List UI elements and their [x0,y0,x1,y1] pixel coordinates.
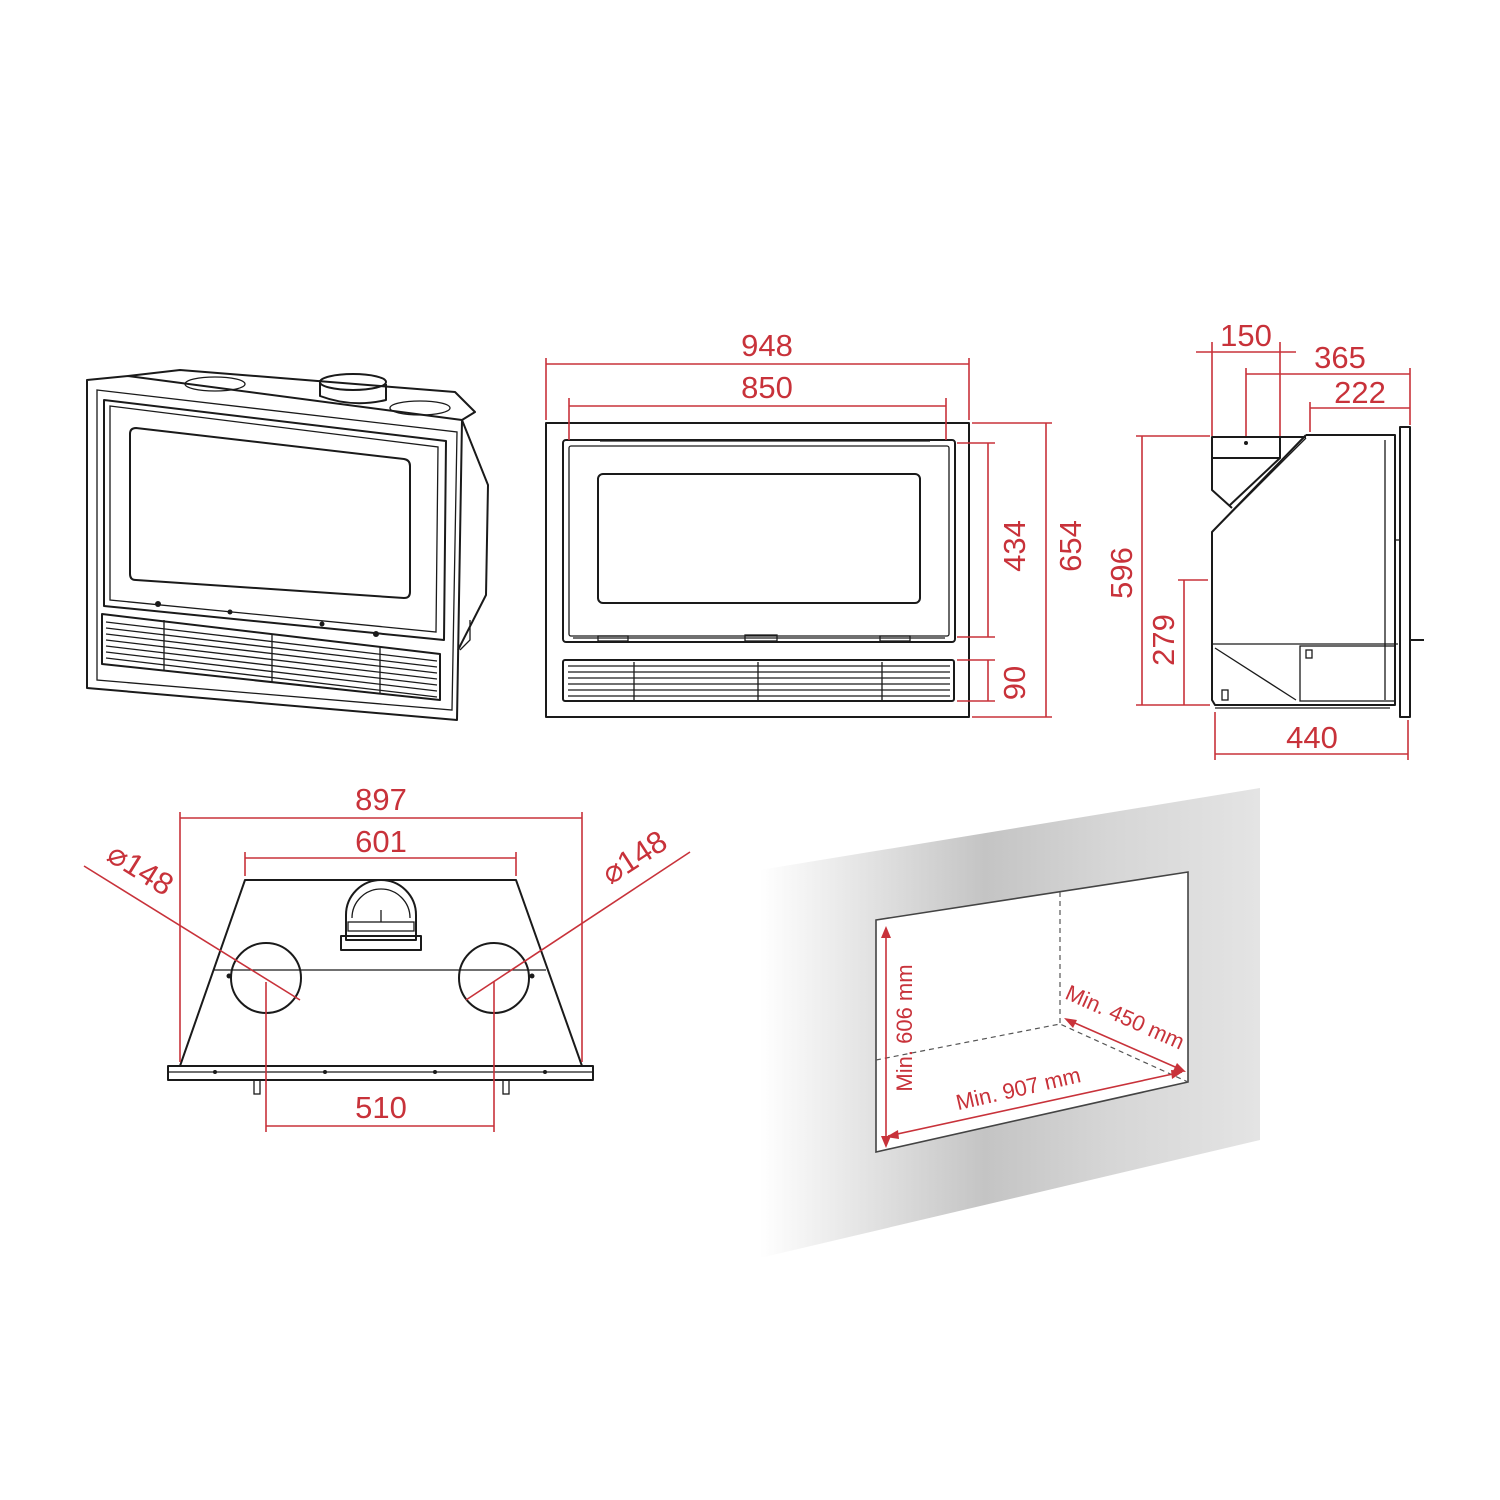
dim-side-150: 150 [1220,318,1272,353]
dim-side-596: 596 [1104,547,1139,599]
dim-top-897: 897 [355,782,407,817]
dim-side-222: 222 [1334,375,1386,410]
dim-top-duct-right: ⌀148 [595,823,673,891]
perspective-view [86,369,489,721]
dim-top-duct-left: ⌀148 [101,836,179,903]
dim-front-434: 434 [997,520,1032,572]
side-view [1211,426,1424,718]
dim-front-850: 850 [741,370,793,405]
niche-min-height: Min. 606 mm [892,964,917,1091]
side-view-dimensions [1136,342,1411,760]
niche-view [760,788,1260,1258]
dim-front-948: 948 [741,328,793,363]
dim-side-279: 279 [1146,614,1181,666]
niche-dimensions [881,926,1186,1148]
dim-side-365: 365 [1314,340,1366,375]
dim-front-654: 654 [1053,520,1088,572]
dim-side-440: 440 [1286,720,1338,755]
front-view [545,422,970,718]
top-view [167,879,594,1095]
top-view-dimensions [83,812,691,1132]
front-view-dimensions [545,358,1052,718]
dim-top-601: 601 [355,824,407,859]
dim-top-510: 510 [355,1090,407,1125]
dim-front-90: 90 [997,666,1032,700]
